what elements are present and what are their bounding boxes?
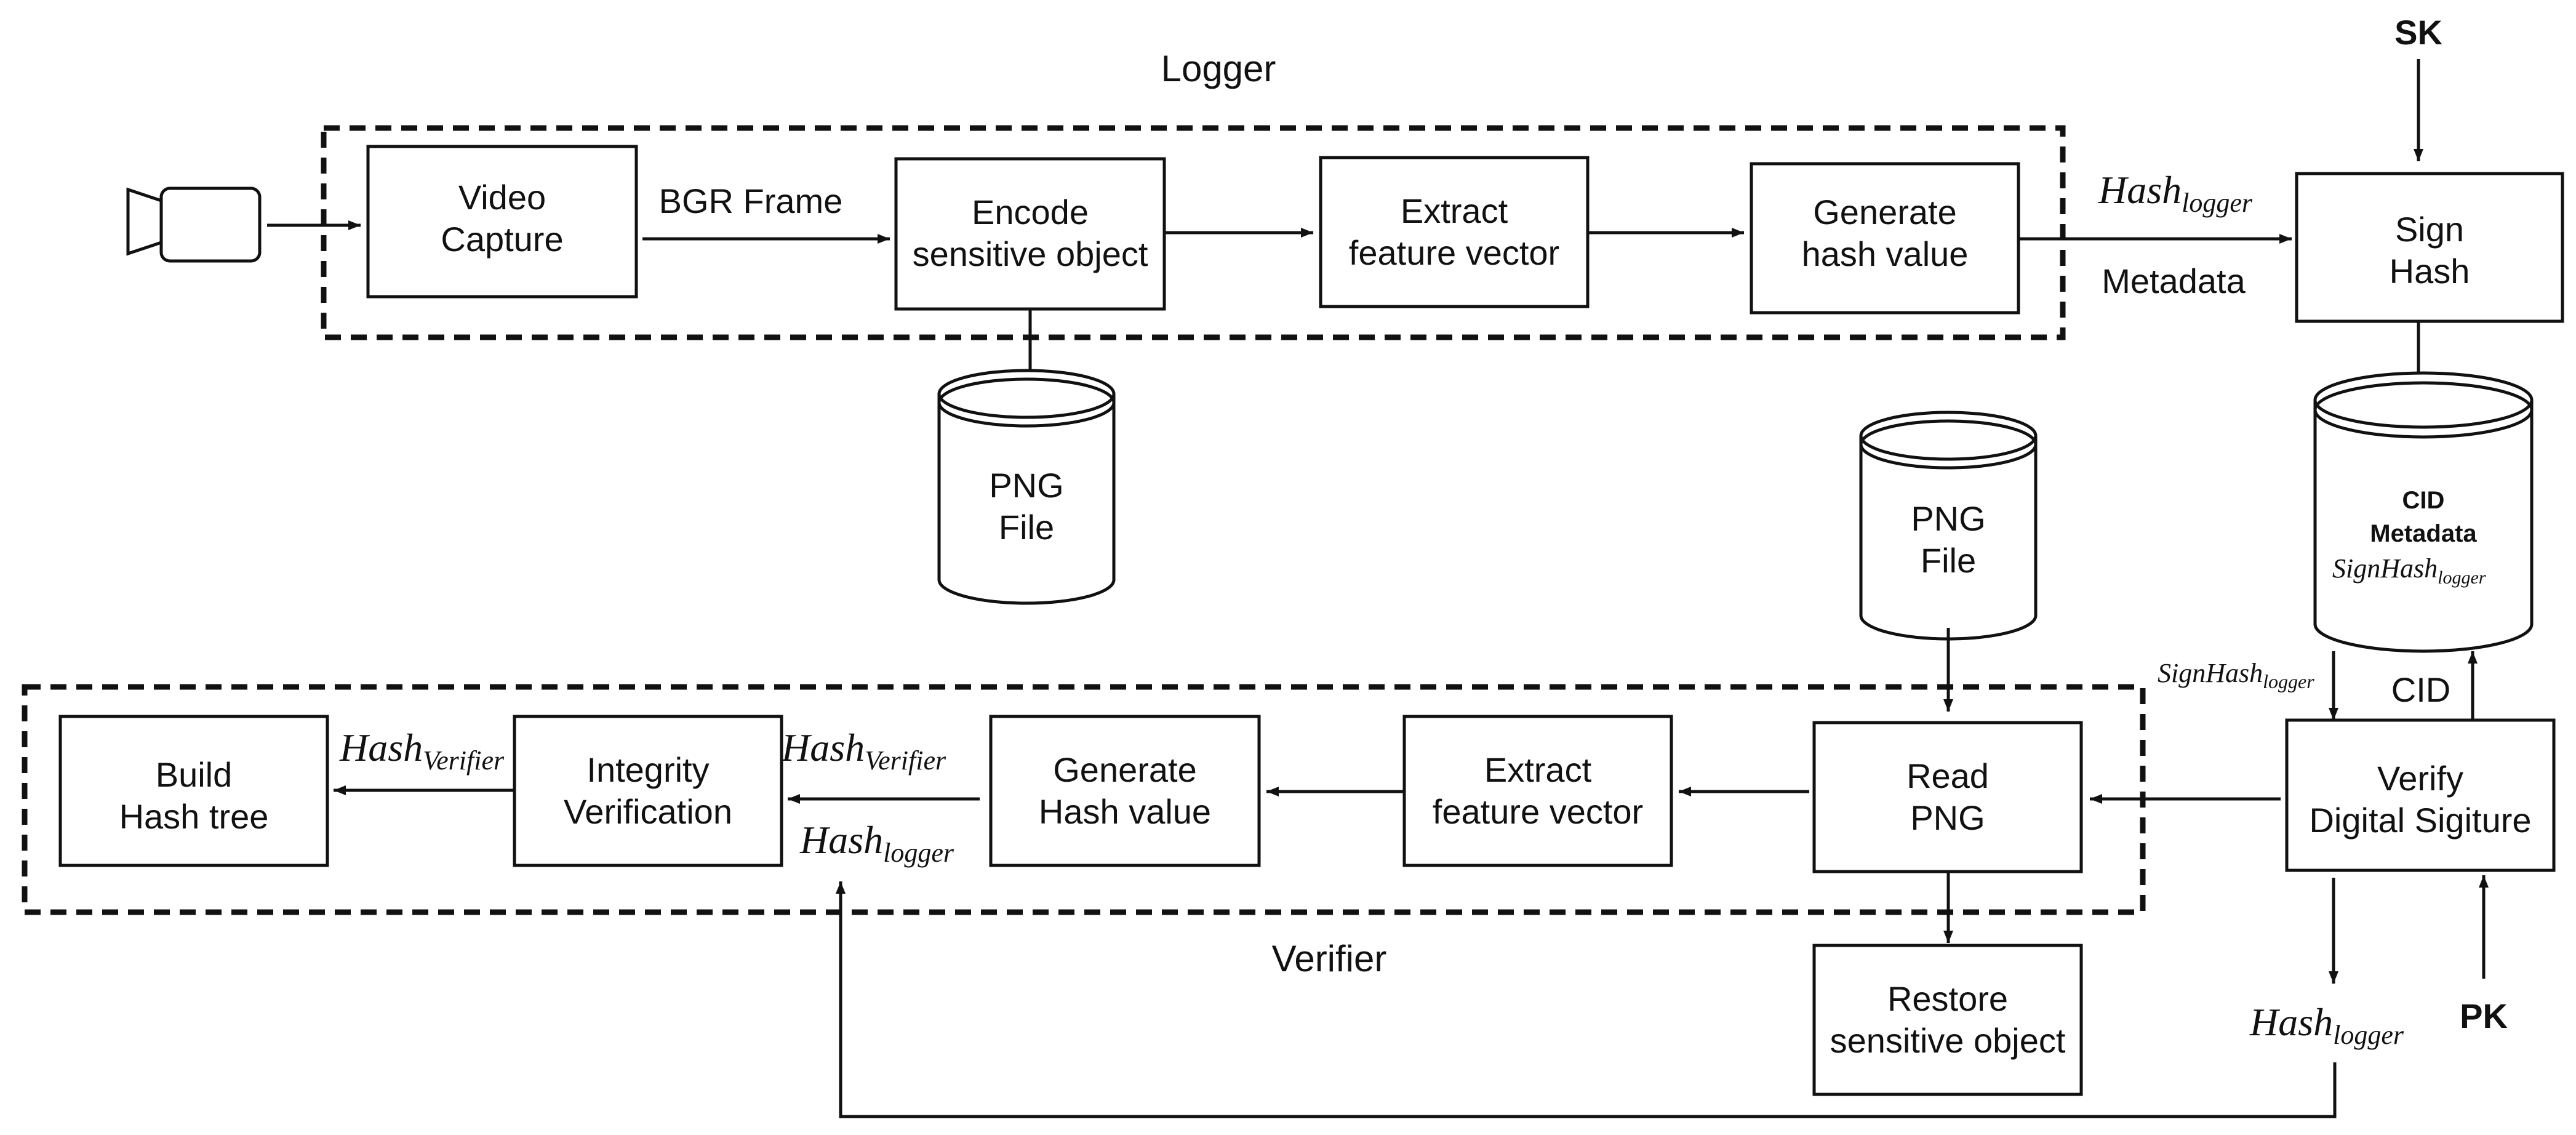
metadata-storage-label: Metadata: [2370, 520, 2477, 547]
generate-verifier-label-1: Generate: [1053, 750, 1197, 789]
pk-label: PK: [2460, 997, 2508, 1035]
sign-hash-label-2: Hash: [2390, 252, 2470, 291]
verifier-title: Verifier: [1272, 938, 1387, 979]
generate-hash-value-box: Generate hash value: [1750, 162, 2020, 315]
extract-label-1: Extract: [1401, 191, 1508, 230]
verify-label-2: Digital Sigiture: [2309, 801, 2531, 840]
png-file-label-2: File: [999, 508, 1054, 547]
hash-verifier-label-mid: HashVerifier: [781, 726, 946, 776]
sign-hash-box: Sign Hash: [2295, 172, 2564, 323]
encode-label-2: sensitive object: [913, 235, 1148, 273]
encode-label-1: Encode: [972, 193, 1089, 231]
build-hash-tree-label-1: Build: [156, 755, 233, 794]
video-camera-icon: [126, 186, 262, 263]
integrity-label-2: Verification: [564, 792, 732, 831]
cid-storage-label: CID: [2402, 487, 2445, 514]
verify-digital-signature-box: Verify Digital Sigiture: [2285, 718, 2556, 872]
integrity-verification-box: Integrity Verification: [513, 715, 783, 867]
bgr-frame-label: BGR Frame: [659, 182, 843, 220]
extract-verifier-label-2: feature vector: [1433, 792, 1643, 831]
verify-label-1: Verify: [2377, 759, 2463, 798]
sk-label: SK: [2394, 13, 2442, 52]
hash-logger-label-bottom: Hashlogger: [2249, 1000, 2404, 1050]
read-png-label-1: Read: [1906, 756, 1989, 795]
png-file-storage-logger: [937, 369, 1116, 605]
hash-logger-label-top: Hashlogger: [2098, 168, 2253, 218]
build-hash-tree-label-2: Hash tree: [119, 797, 269, 836]
png-file-verifier-label-2: File: [1921, 541, 1976, 580]
signhash-logger-storage-label: SignHashlogger: [2332, 553, 2486, 588]
integrity-label-1: Integrity: [586, 750, 709, 789]
signhash-logger-side-label: SignHashlogger: [2158, 658, 2314, 692]
video-capture-label-2: Capture: [441, 220, 563, 259]
cid-return-label: CID: [2391, 670, 2450, 709]
generate-verifier-label-2: Hash value: [1039, 792, 1211, 831]
arrow-hash-logger-to-integrity: [836, 881, 2337, 1118]
png-file-verifier-label-1: PNG: [1911, 499, 1985, 538]
generate-label-1: Generate: [1813, 193, 1957, 231]
read-png-label-2: PNG: [1910, 798, 1985, 837]
logger-group-border: [321, 125, 2066, 340]
video-capture-label-1: Video: [458, 178, 546, 217]
metadata-label: Metadata: [2102, 262, 2246, 300]
extract-feature-vector-box: Extract feature vector: [1319, 156, 1590, 308]
logger-title: Logger: [1161, 48, 1276, 89]
encode-sensitive-object-box: Encode sensitive object: [894, 157, 1166, 311]
generate-label-2: hash value: [1802, 235, 1969, 273]
hash-logger-label-mid: Hashlogger: [799, 818, 954, 868]
extract-label-2: feature vector: [1349, 233, 1559, 272]
read-png-box: Read PNG: [1812, 721, 2083, 873]
video-capture-box: Video Capture: [366, 145, 638, 299]
hash-verifier-label-left: HashVerifier: [339, 726, 505, 776]
restore-sensitive-object-box: Restore sensitive object: [1812, 944, 2083, 1096]
build-hash-tree-box: Build Hash tree: [58, 715, 329, 867]
png-file-storage-verifier: [1859, 411, 2038, 641]
sign-hash-label-1: Sign: [2395, 210, 2464, 249]
extract-verifier-label-1: Extract: [1484, 750, 1592, 789]
restore-label-1: Restore: [1887, 979, 2008, 1018]
generate-hash-value-verifier-box: Generate Hash value: [989, 715, 1261, 867]
cid-metadata-storage: [2313, 371, 2534, 653]
extract-feature-vector-verifier-box: Extract feature vector: [1402, 715, 1673, 867]
png-file-label-1: PNG: [989, 466, 1063, 505]
restore-label-2: sensitive object: [1830, 1021, 2066, 1060]
